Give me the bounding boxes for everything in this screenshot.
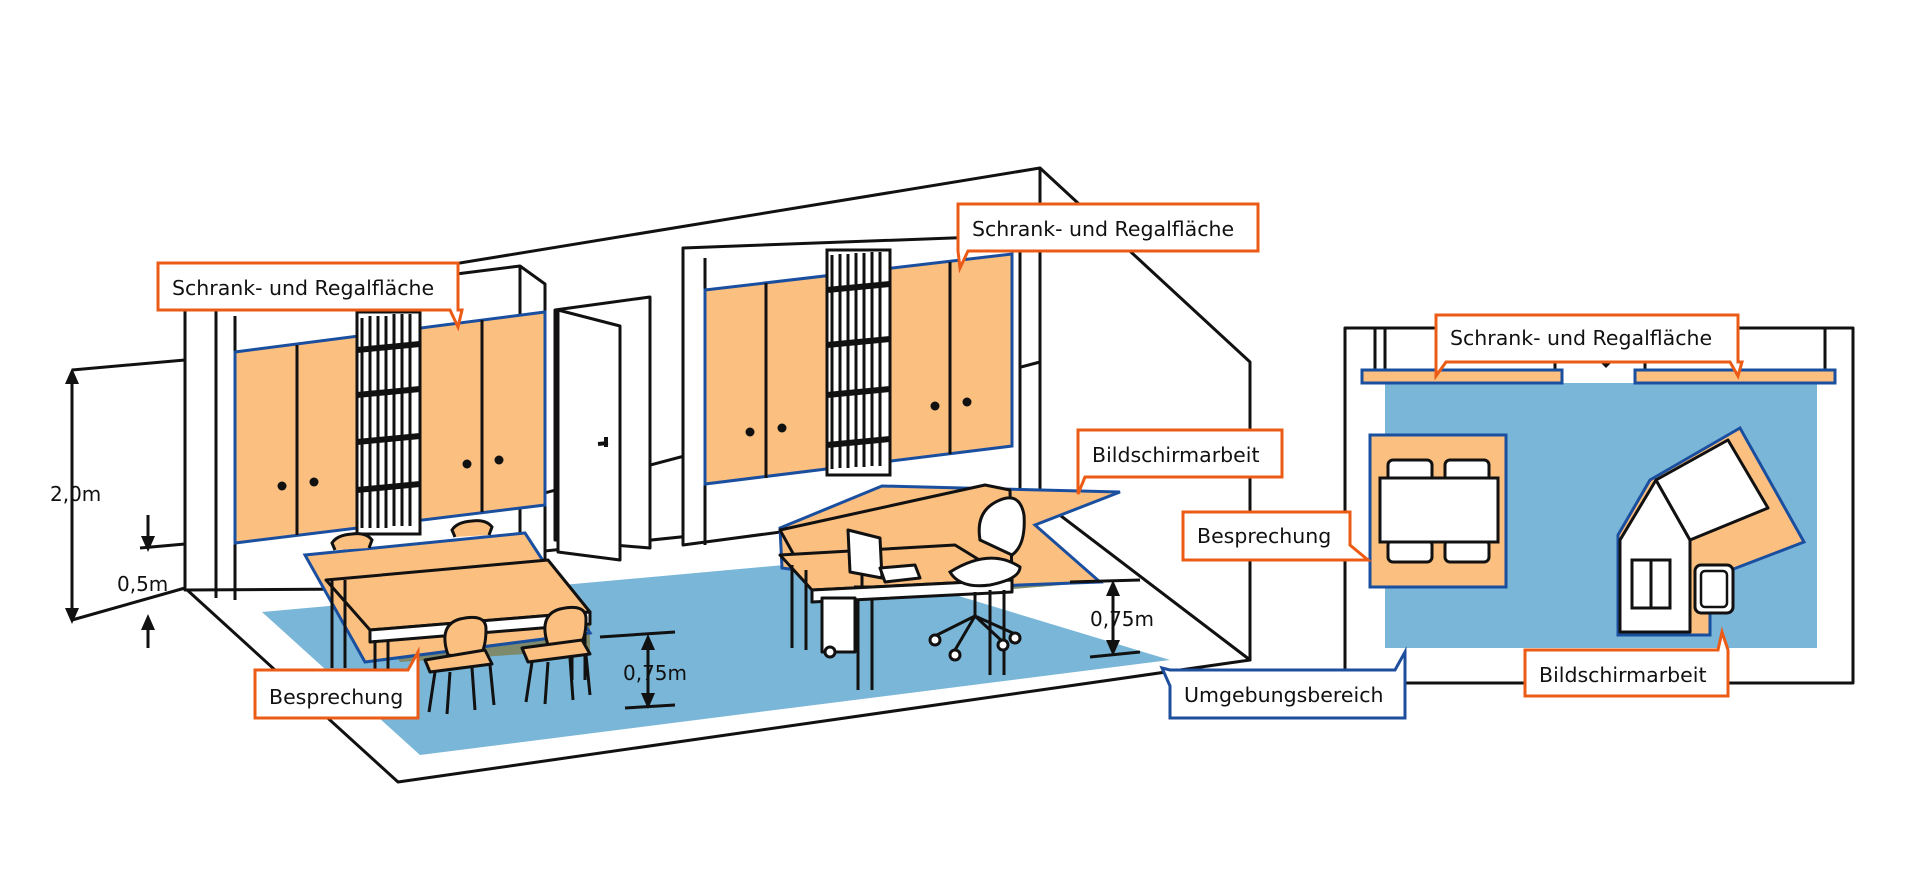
dim-label-height-total: 2,0m — [50, 482, 101, 506]
label-schrank-plan: Schrank- und Regalfläche — [1434, 313, 1744, 381]
shelf-mid-binders — [825, 248, 892, 477]
svg-text:Schrank- und Regalfläche: Schrank- und Regalfläche — [1450, 326, 1712, 350]
dim-table-left — [599, 630, 676, 710]
svg-text:Bildschirmarbeit: Bildschirmarbeit — [1092, 443, 1260, 467]
svg-text:Umgebungsbereich: Umgebungsbereich — [1184, 683, 1383, 707]
dim-table-right — [1069, 578, 1141, 659]
plan-workstation — [1618, 438, 1770, 634]
label-besprechung-3d: Besprechung — [253, 646, 420, 720]
label-schrank-mid: Schrank- und Regalfläche — [956, 202, 1260, 274]
room-3d: 2,0m 0,5m 0,75m 0,75m — [50, 166, 1252, 784]
chair-front-left — [423, 615, 496, 715]
label-umgebung: Umgebungsbereich — [1159, 646, 1407, 720]
shelf-left-binders — [355, 310, 422, 536]
label-besprechung-plan: Besprechung — [1181, 510, 1373, 562]
svg-text:Schrank- und Regalfläche: Schrank- und Regalfläche — [172, 276, 434, 300]
dim-label-table-right: 0,75m — [1090, 607, 1154, 631]
plan-cabinet-left — [1360, 368, 1564, 385]
plan-meeting-table — [1378, 458, 1500, 564]
label-bildschirm-plan: Bildschirmarbeit — [1523, 626, 1730, 698]
chair-front-right — [520, 605, 592, 705]
svg-text:Bildschirmarbeit: Bildschirmarbeit — [1539, 663, 1707, 687]
door-leaf — [556, 308, 622, 562]
label-bildschirm-3d: Bildschirmarbeit — [1076, 428, 1284, 495]
floor-plan — [1343, 326, 1855, 685]
svg-text:Schrank- und Regalfläche: Schrank- und Regalfläche — [972, 217, 1234, 241]
svg-text:Besprechung: Besprechung — [1197, 524, 1331, 548]
dim-label-table-left: 0,75m — [623, 661, 687, 685]
label-schrank-left: Schrank- und Regalfläche — [156, 261, 464, 332]
dim-height-left — [65, 358, 186, 648]
svg-text:Besprechung: Besprechung — [269, 685, 403, 709]
workstation-3d — [778, 483, 1121, 690]
dim-label-height-low: 0,5m — [117, 572, 168, 596]
